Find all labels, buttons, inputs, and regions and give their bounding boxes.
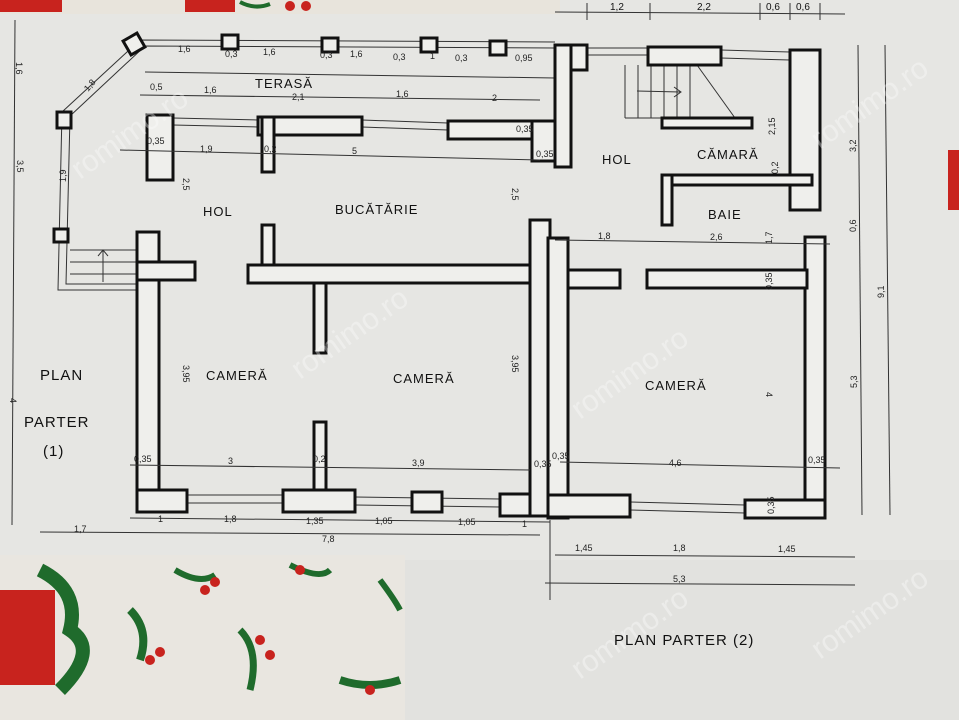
dim-label: 0,5	[150, 82, 163, 92]
dim-label: 0,35	[764, 272, 774, 290]
dim-label: 1,8	[598, 231, 611, 241]
dim-label: 0,35	[536, 149, 554, 159]
dim-label: 1,6	[350, 49, 363, 59]
dim-label: 0,35	[134, 454, 152, 464]
plan-title-2: PLAN PARTER (2)	[614, 632, 754, 649]
dim-label: 5	[352, 146, 357, 156]
room-label-camera: CAMERĂ	[206, 368, 268, 383]
dim-label: 9,1	[876, 285, 886, 298]
room-label-hol: HOL	[602, 152, 632, 167]
terrace-pillars	[52, 31, 508, 244]
room-label-hol: HOL	[203, 204, 233, 219]
dim-label: 0,3	[393, 52, 406, 62]
room-label-camera: CAMERĂ	[645, 378, 707, 393]
plan-title-line3: (1)	[43, 443, 64, 460]
dim-label: 1	[522, 519, 527, 529]
dim-label: 5,3	[849, 375, 859, 388]
dim-label: 1,05	[458, 517, 476, 527]
dim-label: 1,6	[14, 62, 24, 75]
dim-label: 1,05	[375, 516, 393, 526]
dim-label: 0,3	[320, 50, 333, 60]
dim-label: 2,2	[697, 2, 711, 13]
dim-label: 1,45	[778, 544, 796, 554]
dim-label: 0,3	[225, 49, 238, 59]
festive-cloth-bottom	[0, 555, 405, 720]
room-label-bucatarie: BUCĂTĂRIE	[335, 202, 418, 217]
dim-label: 2,6	[710, 232, 723, 242]
dim-label: 3,95	[510, 355, 520, 373]
dim-label: 1,8	[673, 543, 686, 553]
dim-label: 0,2	[770, 161, 780, 174]
dim-label: 2,5	[181, 178, 191, 191]
dim-label: 0,35	[766, 496, 776, 514]
room-label-baie: BAIE	[708, 207, 742, 222]
terrace-railing	[57, 39, 556, 291]
room-label-camera: CAMERĂ	[393, 371, 455, 386]
dim-label: 0,6	[766, 2, 780, 13]
dimension-lines	[11, 3, 891, 600]
dim-label: 0,35	[534, 459, 552, 469]
dim-label: 7,8	[322, 534, 335, 544]
dim-label: 0,35	[147, 136, 165, 146]
dim-label: 1	[430, 51, 435, 61]
dim-label: 0,35	[808, 455, 826, 465]
walls-plan-1	[135, 113, 557, 518]
dim-label: 2	[492, 93, 497, 103]
dim-label: 0,95	[515, 53, 533, 63]
paper-sheet-lower	[405, 560, 959, 720]
dim-label: 1,7	[74, 524, 87, 534]
dim-label: 3,5	[15, 160, 25, 173]
dim-label: 1,45	[575, 543, 593, 553]
dim-label: 3,9	[412, 458, 425, 468]
dim-label: 1,2	[610, 2, 624, 13]
plan-title-line2: PARTER	[24, 414, 89, 431]
room-label-terasa: TERASĂ	[255, 76, 313, 91]
dimension-labels: 1,6 0,3 1,6 0,3 1,6 0,3 1 0,3 0,95 1,8 1…	[8, 2, 886, 584]
dim-label: 4	[8, 398, 18, 403]
dim-label: 3,2	[848, 139, 858, 152]
dim-label: 4	[764, 392, 774, 397]
dim-label: 1,6	[263, 47, 276, 57]
dim-label: 0,2	[264, 144, 277, 154]
room-label-camara: CĂMARĂ	[697, 147, 759, 162]
stairs	[624, 64, 736, 119]
dim-label: 1,9	[58, 169, 68, 182]
dim-label: 4,6	[669, 458, 682, 468]
dim-label: 1,6	[178, 44, 191, 54]
dim-label: 2,1	[292, 92, 305, 102]
dim-label: 1,8	[224, 514, 237, 524]
dim-label: 0,2	[313, 454, 326, 464]
room-labels: TERASĂ HOL BUCĂTĂRIE CAMERĂ CAMERĂ HOL C…	[24, 76, 759, 649]
dim-label: 1,9	[200, 144, 213, 154]
dim-label: 5,3	[673, 574, 686, 584]
plan-title-line1: PLAN	[40, 367, 83, 384]
dim-label: 0,35	[516, 124, 534, 134]
dim-label: 2,15	[767, 117, 777, 135]
dim-label: 0,6	[796, 2, 810, 13]
dim-label: 1	[158, 514, 163, 524]
festive-cloth-top	[0, 0, 560, 14]
dim-label: 2,5	[510, 188, 520, 201]
dim-label: 1,7	[764, 231, 774, 244]
dim-label: 1,35	[306, 516, 324, 526]
dim-label: 3	[228, 456, 233, 466]
dim-label: 1,6	[396, 89, 409, 99]
dim-label: 1,6	[204, 85, 217, 95]
walls-plan-2	[546, 43, 827, 520]
dim-label: 0,6	[848, 219, 858, 232]
red-object-edge	[948, 150, 959, 210]
dim-label: 0,3	[455, 53, 468, 63]
dim-label: 3,95	[181, 365, 191, 383]
dim-label: 0,35	[552, 451, 570, 461]
